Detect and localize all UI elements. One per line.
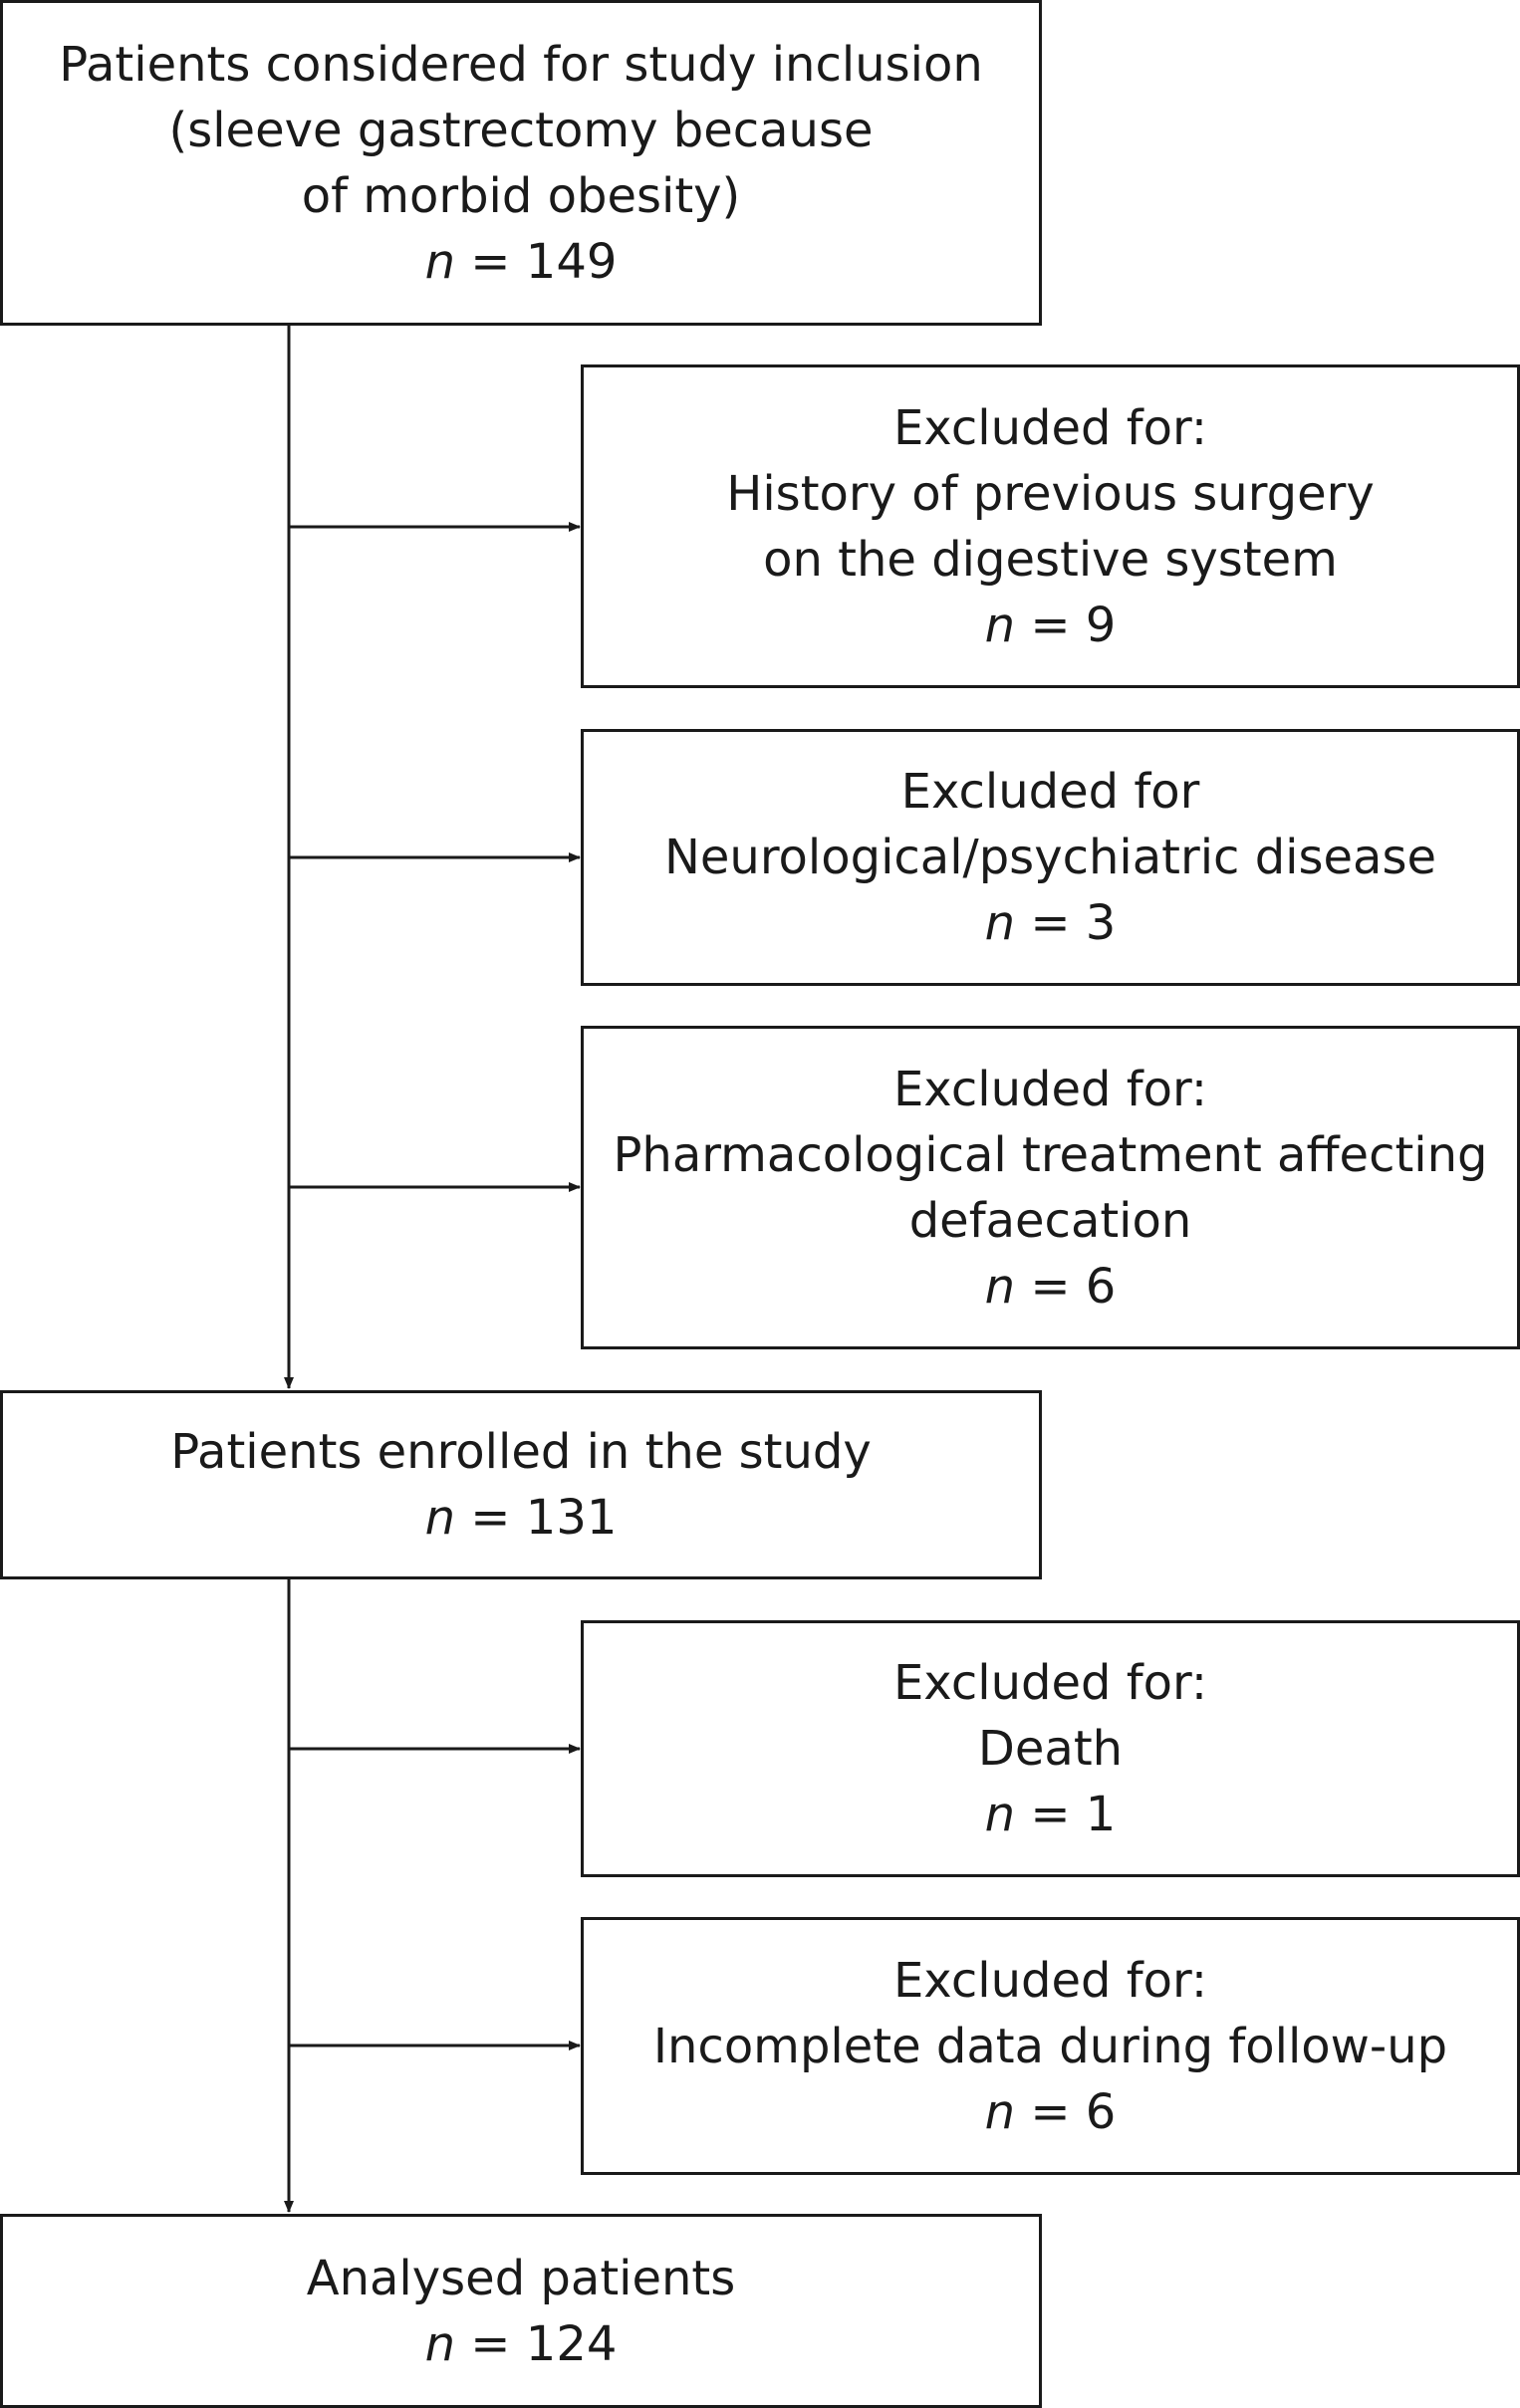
exclusion-box-incomplete-data: Excluded for: Incomplete data during fol… (581, 1917, 1520, 2175)
exclusion-3-count: n = 6 (985, 1254, 1117, 1320)
exclusion-box-neuro-psych: Excluded for Neurological/psychiatric di… (581, 729, 1520, 986)
exclusion-1-line-2: History of previous surgery (726, 465, 1375, 522)
exclusion-1-line-1: Excluded for: (892, 399, 1208, 456)
n-symbol: n (424, 233, 456, 290)
exclusion-box-pharmacological: Excluded for: Pharmacological treatment … (581, 1026, 1520, 1349)
exclusion-2-count-value: = 3 (1030, 895, 1117, 951)
exclusion-4-count: n = 1 (985, 1782, 1117, 1847)
exclusion-4-count-value: = 1 (1030, 1787, 1117, 1842)
start-line-3: of morbid obesity) (301, 167, 741, 224)
exclusion-5-count-value: = 6 (1030, 2083, 1117, 2140)
start-count-value: = 149 (470, 233, 618, 290)
exclusion-1-count-value: = 9 (1030, 597, 1117, 653)
analysed-count-value: = 124 (470, 2315, 618, 2372)
exclusion-2-line-2: Neurological/psychiatric disease (663, 830, 1436, 885)
enrolled-count: n = 131 (425, 1485, 618, 1551)
enrolled-line-1: Patients enrolled in the study (170, 1424, 872, 1480)
enrolled-count-value: = 131 (470, 1490, 618, 1546)
n-symbol: n (984, 1787, 1016, 1842)
exclusion-4-line-1: Excluded for: (892, 1655, 1208, 1711)
exclusion-2-line-1: Excluded for (900, 764, 1200, 820)
start-line-1: Patients considered for study inclusion (59, 36, 983, 93)
exclusion-3-line-2: Pharmacological treatment affecting (613, 1126, 1488, 1183)
n-symbol: n (984, 2083, 1016, 2140)
exclusion-5-line-2: Incomplete data during follow-up (652, 2018, 1448, 2074)
exclusion-box-death: Excluded for: Death n = 1 (581, 1620, 1520, 1877)
exclusion-3-count-value: = 6 (1030, 1258, 1117, 1315)
exclusion-2-count: n = 3 (985, 890, 1117, 956)
start-box: Patients considered for study inclusion … (0, 0, 1042, 326)
analysed-box: Analysed patients n = 124 (0, 2214, 1042, 2408)
n-symbol: n (984, 597, 1016, 653)
analysed-line-1: Analysed patients (306, 2250, 736, 2306)
exclusion-1-count: n = 9 (985, 593, 1117, 658)
exclusion-3-line-3: defaecation (908, 1192, 1192, 1249)
exclusion-5-count: n = 6 (985, 2079, 1117, 2145)
n-symbol: n (424, 1490, 456, 1546)
exclusion-1-line-3: on the digestive system (763, 531, 1338, 588)
exclusion-5-line-1: Excluded for: (892, 1952, 1208, 2009)
exclusion-3-line-1: Excluded for: (892, 1061, 1208, 1117)
n-symbol: n (984, 1258, 1016, 1315)
exclusion-box-previous-surgery: Excluded for: History of previous surger… (581, 364, 1520, 688)
analysed-count: n = 124 (425, 2311, 618, 2377)
start-line-2: (sleeve gastrectomy because (168, 102, 874, 158)
n-symbol: n (424, 2315, 456, 2372)
exclusion-4-line-2: Death (977, 1721, 1124, 1777)
enrolled-box: Patients enrolled in the study n = 131 (0, 1390, 1042, 1579)
n-symbol: n (984, 895, 1016, 951)
start-count: n = 149 (425, 229, 618, 295)
